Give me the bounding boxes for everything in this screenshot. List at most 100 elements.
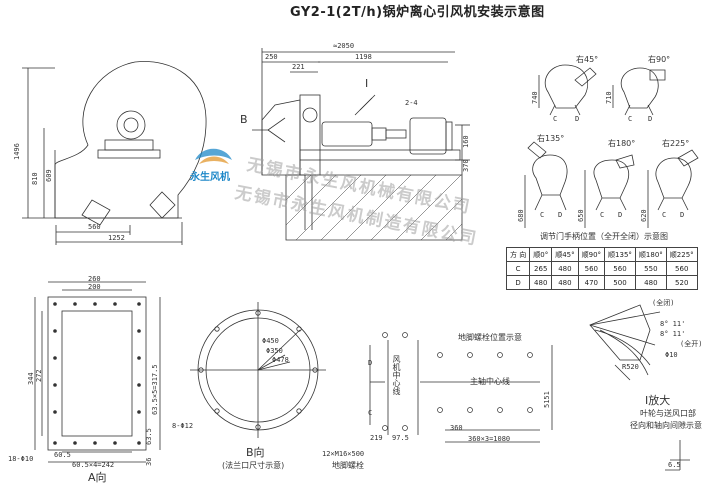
rotation-dim: 740 [531,91,539,104]
side-view-drawing [252,48,470,241]
table-cell: D [505,275,531,290]
dim-63-5: 63.5 [145,428,153,445]
dim-221: 221 [292,63,305,71]
rotation-dim: 650 [577,209,585,222]
dim-609: 609 [45,169,53,182]
anchor-bolt-spec: 12×M16×500 [322,450,365,458]
dim-450: Φ450 [262,337,279,345]
direction-table: 方 向 顺0° 顺45° 顺90° 顺135° 顺180° 顺225° C 26… [505,247,698,290]
rotation-c-label: C [600,211,605,219]
flange-b-holes-label: 8-Φ12 [172,422,194,430]
brand-logo-text: 永生风机 [190,172,230,183]
brand-logo [195,148,232,164]
dim-250: 250 [265,53,278,61]
detail-i-label: I放大 [645,394,671,407]
dim-1080: 360×3=1080 [468,435,511,443]
dim-36: 36 [145,457,153,466]
detail-full-close: (全闭) [652,299,675,307]
rotation-dim: 680 [517,209,525,222]
rotation-d-label: D [648,115,653,123]
table-cell: 470 [577,275,606,290]
dim-350: Φ350 [266,347,283,355]
anchor-bolts [382,332,533,431]
dim-344: 344 [27,372,35,385]
table-cell: C [505,261,531,276]
flange-a-holes-label: 18-Φ10 [8,455,34,463]
dim-272: 272 [35,369,43,382]
flange-a-drawing [34,281,161,463]
anchor-plan-drawing [369,340,553,443]
dim-317-5: 63.5×5=317.5 [151,364,159,415]
rotation-label: 右45° [576,55,599,64]
side-view-label-i: I [365,77,369,90]
table-header-cell: 顺45° [551,247,579,262]
rotation-c-label: C [628,115,633,123]
rotation-d-label: D [618,211,623,219]
table-header-cell: 顺0° [529,247,553,262]
dim-2050: ≈2050 [333,42,355,50]
rotation-d-label: D [680,211,685,219]
page-title: GY2-1(2T/h)锅炉离心引风机安装示意图 [290,5,545,20]
table-cell: 480 [551,275,579,290]
rotation-dim: 620 [640,209,648,222]
table-header-cell: 顺135° [604,247,636,262]
rotation-caption: 调节门手柄位置（全开全闭）示意图 [540,232,668,241]
dim-2-4: 2-4 [405,99,418,107]
dim-260: 260 [88,275,101,283]
detail-full-open: (全开) [680,340,703,348]
detail-r520: R520 [622,363,639,371]
side-view-label-b: B [240,113,248,126]
dim-97-5: 97.5 [392,434,409,442]
table-header-row: 方 向 顺0° 顺45° 顺90° 顺135° 顺180° 顺225° [505,247,698,262]
dim-360: 360 [450,424,463,432]
anchor-caption: 地脚螺栓位置示意 [458,333,522,342]
flange-b-drawing [190,302,326,438]
table-cell: 500 [604,275,636,290]
dim-1252: 1252 [108,234,125,242]
dim-1496: 1496 [13,143,21,160]
dim-160: 160 [462,135,470,148]
dim-1198: 1198 [355,53,372,61]
rotation-dim: 710 [605,91,613,104]
front-view-drawing [22,61,207,245]
dim-219: 219 [370,434,383,442]
shaft-centerline-label: 主轴中心线 [470,377,510,386]
rotation-d-label: D [558,211,563,219]
anchor-bolt-label: 地脚螺栓 [332,461,364,470]
table-header-cell: 方 向 [505,247,531,262]
flange-b-caption: (法兰口尺寸示意) [222,461,285,470]
rotation-label: 右180° [608,139,636,148]
fan-centerline-label: 风机中心线 [392,355,401,395]
dim-810: 810 [31,172,39,185]
table-cell: 560 [577,261,606,276]
table-header-cell: 顺180° [634,247,667,262]
detail-phi10: Φ10 [665,351,678,359]
dim-d: D [368,359,373,367]
detail-desc-1: 叶轮与送风口部 [640,409,696,418]
table-cell: 550 [634,261,667,276]
flange-a-label: A向 [88,471,107,484]
dim-60-5: 60.5 [54,451,71,459]
rotation-c-label: C [662,211,667,219]
dim-5151: 5151 [543,391,551,408]
dim-c: C [368,409,373,417]
rotation-d-label: D [575,115,580,123]
table-cell: 265 [529,261,553,276]
dim-370: 370 [462,159,470,172]
table-row: D 480 480 470 500 480 520 [505,275,698,290]
table-cell: 560 [604,261,636,276]
table-cell: 520 [665,275,698,290]
rotation-c-label: C [553,115,558,123]
detail-6-5: 6.5 [668,461,681,469]
detail-desc-2: 径向和轴向间隙示意 [630,421,702,430]
dim-478: Φ478 [272,356,289,364]
rotation-label: 右90° [648,55,671,64]
rotation-c-label: C [540,211,545,219]
detail-i-drawing [589,304,690,471]
flange-b-label: B向 [246,446,265,459]
detail-angle-1: 8° 11' [660,320,686,328]
rotation-icons [524,64,699,228]
detail-angle-2: 8° 11' [660,330,686,338]
dim-560: 560 [88,223,101,231]
